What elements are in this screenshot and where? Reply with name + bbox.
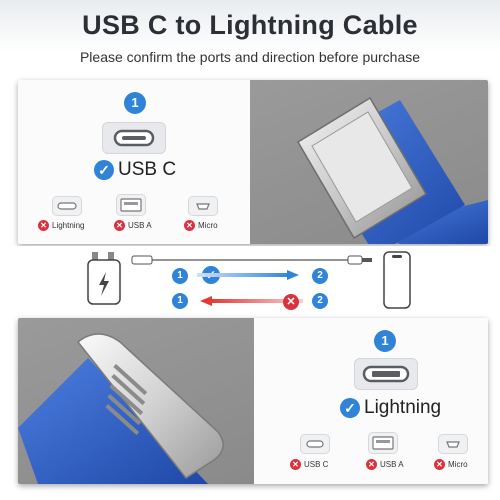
port-number-badge: 1 — [374, 330, 396, 352]
micro-label: Micro — [198, 221, 218, 230]
micro-port-icon — [446, 441, 460, 448]
lightning-label: Lightning — [52, 221, 85, 230]
usb-c-plug-photo — [250, 80, 488, 244]
x-icon: ✕ — [38, 220, 49, 231]
check-icon: ✓ — [94, 160, 114, 180]
lightning-plug-photo — [18, 318, 254, 484]
usb-a-small-label: USB A — [380, 460, 404, 469]
header-background — [0, 0, 500, 74]
direction-section — [0, 246, 500, 318]
step-2-badge: 2 — [312, 268, 328, 284]
lightning-plug-icon — [18, 333, 224, 484]
lightning-port-thumb — [52, 196, 82, 216]
step-1-badge: 1 — [172, 268, 188, 284]
port-number-badge: 1 — [124, 92, 146, 114]
usb-c-panel: 1 ✓ USB C ✕ Lightning ✕ USB A ✕ Micro — [18, 80, 488, 244]
lightning-port-icon — [57, 202, 77, 210]
lightning-port-tile — [354, 358, 418, 390]
page-title: USB C to Lightning Cable — [82, 10, 418, 40]
usb-a-port-icon — [372, 436, 394, 450]
lightning-info-area: 1 ✓ Lightning ✕ USB C ✕ USB A ✕ Micro — [254, 318, 488, 484]
page-subtitle: Please confirm the ports and direction b… — [79, 49, 421, 65]
usb-a-port-thumb — [368, 432, 398, 454]
lightning-port-icon — [362, 365, 410, 383]
usb-c-info-area: 1 ✓ USB C ✕ Lightning ✕ USB A ✕ Micro — [18, 80, 250, 244]
charger-icon — [87, 252, 121, 305]
micro-port-thumb — [188, 196, 218, 216]
usb-c-label: USB C — [118, 159, 177, 180]
phone-icon — [383, 251, 411, 309]
x-icon: ✕ — [114, 220, 125, 231]
lightning-main-label: Lightning — [364, 397, 442, 418]
forward-arrow — [197, 270, 299, 280]
usb-c-port-tile — [102, 122, 166, 154]
x-icon: ✕ — [366, 459, 377, 470]
x-icon: ✕ — [184, 220, 195, 231]
usb-c-small-label: USB C — [304, 460, 329, 469]
usb-a-port-thumb — [116, 194, 146, 216]
cable-diagram — [131, 255, 372, 265]
x-icon: ✕ — [434, 459, 445, 470]
usb-c-plug-icon — [296, 96, 488, 244]
usb-c-port-icon — [306, 440, 324, 448]
step-1-badge: 1 — [172, 293, 188, 309]
lightning-panel: 1 ✓ Lightning ✕ USB C ✕ USB A ✕ Micro — [18, 318, 488, 484]
usb-a-label: USB A — [128, 221, 152, 230]
usb-a-port-icon — [120, 198, 142, 212]
usb-c-port-icon — [113, 129, 155, 147]
micro-port-icon — [196, 203, 210, 210]
micro-small-label: Micro — [448, 460, 468, 469]
micro-port-thumb — [438, 434, 468, 454]
header: USB C to Lightning Cable Please confirm … — [0, 0, 500, 74]
usb-c-port-thumb — [300, 434, 330, 454]
step-2-badge: 2 — [312, 293, 328, 309]
x-icon: ✕ — [283, 294, 299, 310]
reverse-arrow — [200, 296, 303, 306]
check-icon: ✓ — [340, 398, 360, 418]
x-icon: ✕ — [290, 459, 301, 470]
